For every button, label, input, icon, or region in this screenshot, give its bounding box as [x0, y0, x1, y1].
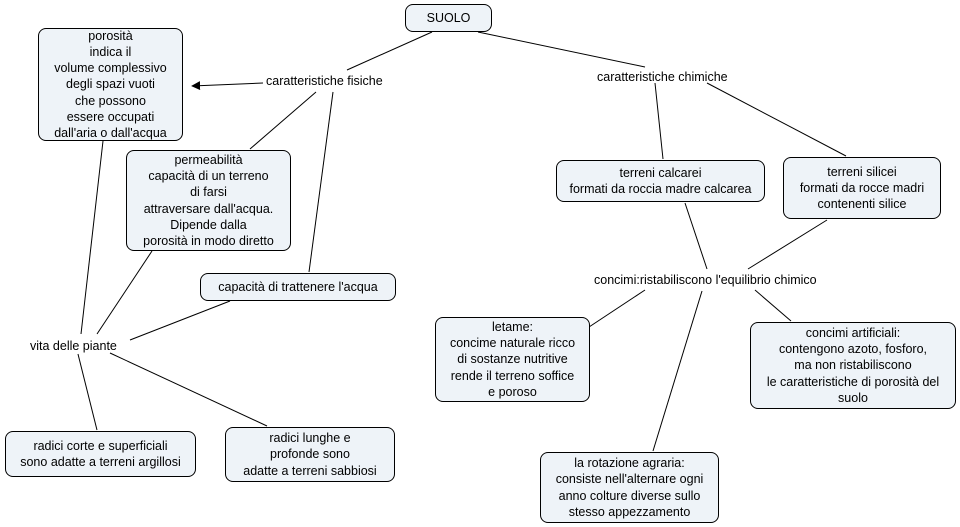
connector-vita-radici-corte	[77, 353, 98, 431]
connector-concimi-letame	[585, 289, 646, 330]
node-porosita[interactable]: porosità indica il volume complessivo de…	[38, 28, 183, 141]
node-caratteristiche-chimiche[interactable]: caratteristiche chimiche	[597, 70, 728, 84]
connector-fisiche-permeabilita	[249, 91, 317, 150]
connector-suolo-chimiche	[477, 31, 646, 68]
node-caratteristiche-fisiche[interactable]: caratteristiche fisiche	[266, 74, 383, 88]
connector-permeabilita-vita	[96, 250, 153, 335]
node-capacita-trattenere[interactable]: capacità di trattenere l'acqua	[200, 273, 396, 301]
connector-concimi-rotazione	[652, 290, 703, 452]
connector-vita-radici-lunghe	[109, 352, 268, 427]
node-permeabilita[interactable]: permeabilità capacità di un terreno di f…	[126, 150, 291, 251]
connector-suolo-fisiche	[346, 31, 433, 71]
connector-silicei-concimi	[747, 219, 828, 270]
node-terreni-silicei[interactable]: terreni silicei formati da rocce madri c…	[783, 157, 941, 219]
connector-porosita-vita	[80, 140, 104, 335]
node-letame[interactable]: letame: concime naturale ricco di sostan…	[435, 317, 590, 402]
node-rotazione-agraria[interactable]: la rotazione agraria: consiste nell'alte…	[540, 452, 719, 523]
connector-concimi-artificiali	[754, 289, 792, 322]
node-concimi-artificiali[interactable]: concimi artificiali: contengono azoto, f…	[750, 322, 956, 409]
connector-fisiche-capacita	[308, 91, 334, 273]
node-radici-corte[interactable]: radici corte e superficiali sono adatte …	[5, 431, 196, 477]
connector-capacita-vita	[129, 300, 231, 341]
node-terreni-calcarei[interactable]: terreni calcarei formati da roccia madre…	[556, 160, 765, 202]
connector-fisiche-porosita-arrow	[191, 81, 264, 91]
node-vita-delle-piante[interactable]: vita delle piante	[30, 339, 117, 353]
node-suolo[interactable]: SUOLO	[405, 4, 492, 32]
connector-calcarei-concimi	[684, 202, 708, 270]
node-concimi[interactable]: concimi:ristabiliscono l'equilibrio chim…	[594, 273, 817, 287]
connector-chimiche-calcarei	[654, 82, 664, 160]
connector-chimiche-silicei	[706, 82, 847, 157]
node-radici-lunghe[interactable]: radici lunghe e profonde sono adatte a t…	[225, 427, 395, 482]
